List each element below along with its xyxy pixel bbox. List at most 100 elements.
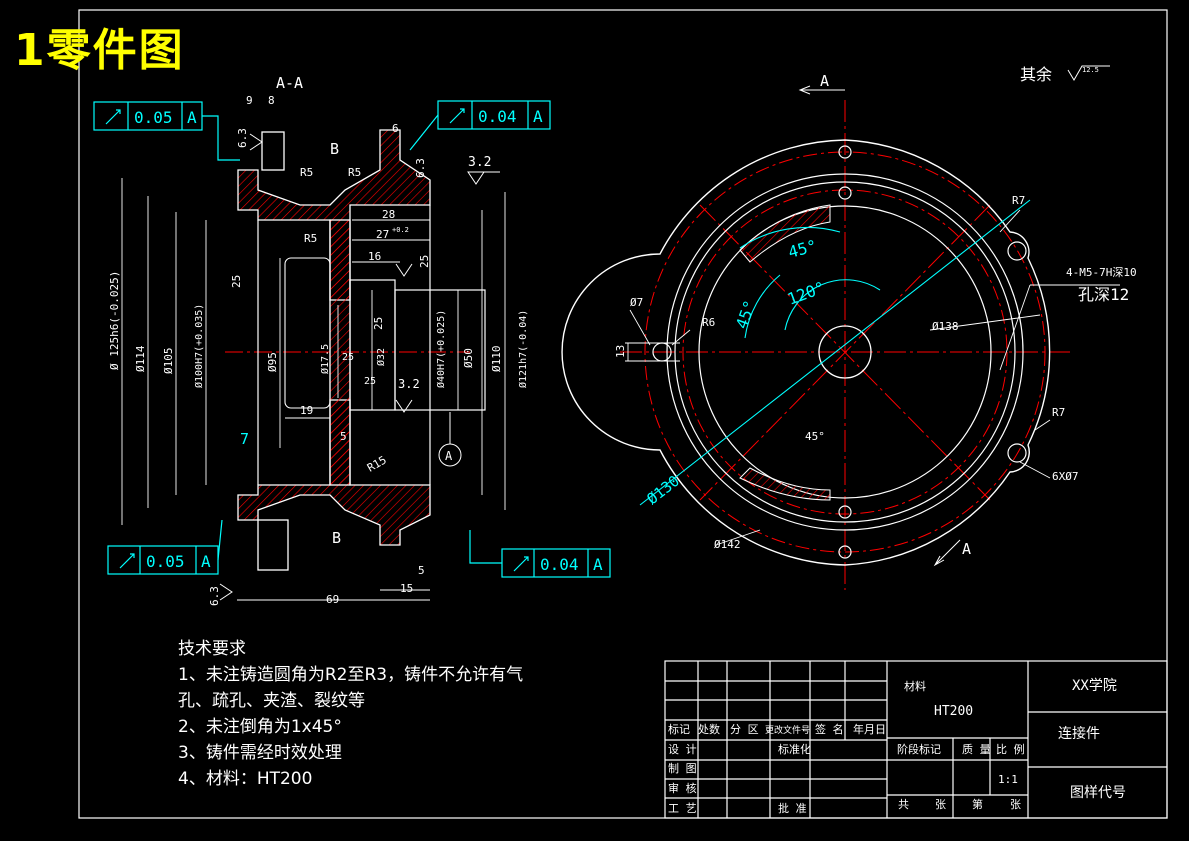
dim-phi142: Ø142	[714, 538, 741, 551]
school-name: XX学院	[1072, 678, 1117, 694]
thread-callout: 4-M5-7H深10	[1066, 266, 1137, 279]
bolt-circle-142	[644, 151, 1046, 553]
angle-120: 120°	[785, 278, 828, 309]
hub-bore	[349, 279, 396, 411]
flange-outline	[561, 139, 1051, 566]
roughness-25-a: 25	[418, 255, 431, 268]
label-design: 设 计	[668, 743, 697, 756]
section-view: A-A	[93, 74, 611, 606]
label-draw: 制 图	[668, 762, 697, 775]
roughness-63-a: 6.3	[414, 158, 427, 178]
flange-lower	[257, 519, 289, 571]
dim-phi125: Ø 125h6(-0.025)	[108, 271, 121, 370]
header-change-doc: 更改文件号	[765, 724, 810, 736]
dim-phi110: Ø110	[490, 346, 503, 373]
tolerance-value-1: 0.05	[134, 108, 173, 127]
header-zone: 分 区	[730, 723, 759, 736]
dim-15: 15	[400, 582, 413, 595]
dim-phi95: Ø95	[266, 352, 279, 372]
flange-upper	[261, 131, 285, 171]
dim-28: 28	[382, 208, 395, 221]
dim-6-holes: 6XØ7	[1052, 470, 1079, 483]
tech-requirements: 技术要求 1、未注铸造圆角为R2至R3，铸件不允许有气 孔、疏孔、夹渣、裂纹等 …	[178, 636, 523, 792]
tolerance-datum-1: A	[187, 108, 197, 127]
drawing-border	[78, 9, 1168, 819]
label-sheets-b: 张	[1010, 798, 1021, 811]
view-mark-a-top: A	[820, 72, 829, 90]
dim-r7-a: R7	[1012, 194, 1025, 207]
dim-69: 69	[326, 593, 339, 606]
label-sheets-a: 张	[935, 798, 946, 811]
dim-phi138: Ø138	[932, 320, 959, 333]
tolerance-value-4: 0.04	[540, 555, 579, 574]
roughness-25-e: 25	[364, 376, 376, 387]
dim-19: 19	[300, 404, 313, 417]
dim-phi100: Ø100H7(+0.035)	[193, 304, 205, 388]
dim-r6: R6	[702, 316, 715, 329]
dim-5-b: 5	[418, 564, 425, 577]
dim-r5-b: R5	[348, 166, 361, 179]
dim-7: 7	[240, 430, 249, 448]
datum-a-symbol	[438, 443, 462, 467]
tech-item: 1、未注铸造圆角为R2至R3，铸件不允许有气	[178, 665, 524, 685]
roughness-32-b: 3.2	[398, 377, 420, 391]
dim-phi7: Ø7	[630, 296, 643, 309]
hole-depth-callout: 孔深12	[1078, 285, 1129, 304]
dim-r5-c: R5	[304, 232, 317, 245]
dim-27: 27	[376, 228, 389, 241]
dim-phi32: Ø32	[375, 348, 387, 366]
roughness-25-c: 25	[372, 317, 385, 330]
angle-45-c: 45°	[805, 430, 825, 443]
angle-45-b: 45°	[786, 236, 819, 262]
surface-note: 其余	[1020, 65, 1052, 84]
tolerance-datum-4: A	[593, 555, 603, 574]
dim-16: 16	[368, 250, 381, 263]
dim-phi114: Ø114	[134, 345, 147, 372]
part-name: 连接件	[1058, 725, 1100, 742]
section-label: A-A	[276, 74, 303, 92]
center-bore	[818, 325, 872, 379]
scale-value: 1:1	[998, 773, 1018, 786]
tech-item: 2、未注倒角为1x45°	[178, 717, 342, 737]
label-total: 共	[898, 798, 909, 811]
header-count: 处数	[698, 723, 720, 736]
angle-45-a: 45°	[732, 298, 760, 332]
dim-5-a: 5	[340, 430, 347, 443]
dim-27-tol: +0.2	[392, 226, 409, 234]
label-review: 审 核	[668, 781, 697, 795]
roughness-32-a: 3.2	[468, 155, 491, 170]
dim-r15: R15	[365, 453, 389, 474]
upper-wall-section	[237, 129, 431, 301]
tech-heading: 技术要求	[178, 639, 246, 659]
tolerance-value-2: 0.04	[478, 107, 517, 126]
section-mark-b-bottom: B	[332, 529, 341, 547]
roughness-25-d: 25	[342, 352, 354, 363]
view-mark-a-bottom: A	[962, 540, 971, 558]
header-signature: 签 名	[815, 722, 844, 736]
roughness-63-c: 6.3	[208, 586, 221, 606]
dim-8: 8	[268, 94, 275, 107]
title-block	[664, 660, 1168, 819]
dim-r5-a: R5	[300, 166, 313, 179]
surface-note-value: 12.5	[1082, 66, 1099, 74]
label-weight: 质 量	[962, 743, 991, 756]
dim-phi50: Ø50	[462, 348, 475, 368]
tech-item: 3、铸件需经时效处理	[178, 743, 342, 763]
label-number: 第	[972, 797, 983, 811]
datum-a-letter: A	[445, 449, 453, 463]
section-mark-b-top: B	[330, 140, 339, 158]
tolerance-value-3: 0.05	[146, 552, 185, 571]
roughness-63-b: 6.3	[236, 128, 249, 148]
label-approve: 批 准	[778, 801, 807, 815]
dim-phi121: Ø121h7(-0.04)	[517, 310, 529, 388]
dim-6: 6	[392, 122, 399, 135]
label-process: 工 艺	[668, 802, 697, 815]
dim-r7-b: R7	[1052, 406, 1065, 419]
roughness-25-b: 25	[230, 275, 243, 288]
material-value: HT200	[934, 704, 973, 719]
header-mark: 标记	[668, 722, 690, 736]
page-title: 1零件图	[14, 25, 185, 76]
label-scale: 比 例	[996, 742, 1025, 756]
drawing-code-label: 图样代号	[1070, 785, 1126, 801]
